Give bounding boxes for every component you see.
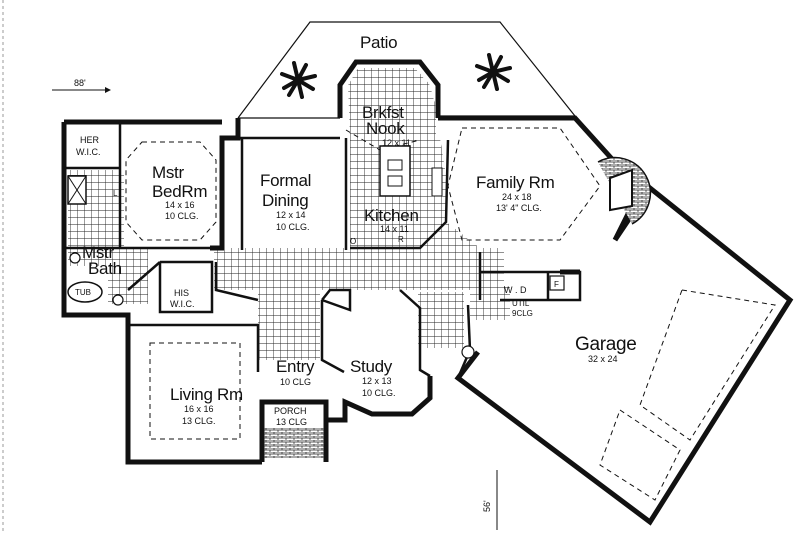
family-room-dim: 24 x 18 <box>502 192 532 202</box>
entry-clg: 10 CLG <box>280 377 311 387</box>
her-wic-label-2: W.I.C. <box>76 147 101 157</box>
linen-mark: L <box>113 189 118 198</box>
overall-dimensions: 88' 56' <box>52 78 498 530</box>
formal-dining-dim: 12 x 14 <box>276 210 306 220</box>
his-wic-label-2: W.I.C. <box>170 299 195 309</box>
mstr-bed-label-2: BedRm <box>152 182 207 201</box>
formal-dining-label: Formal <box>260 171 311 190</box>
palm-tree-icon <box>280 61 317 99</box>
study-label: Study <box>350 357 393 376</box>
kitchen-dim: 14 x 11 <box>380 224 409 234</box>
entry-label: Entry <box>276 357 315 376</box>
brkfst-label: Brkfst <box>362 103 404 122</box>
patio: Patio <box>237 21 576 119</box>
living-room-dim: 16 x 16 <box>184 404 214 414</box>
mstr-bath-label-2: Bath <box>88 259 122 278</box>
tub-label: TUB <box>75 288 91 297</box>
ceiling-outlines <box>125 127 776 501</box>
living-room-label: Living Rm <box>170 385 243 404</box>
brkfst-dim: 12 x 11 <box>382 138 411 148</box>
kitchen-island <box>379 145 411 197</box>
sink-icon <box>69 252 81 264</box>
fireplace <box>597 156 652 225</box>
palm-tree-icon <box>475 53 512 91</box>
sink-icon <box>112 294 124 306</box>
mstr-bed-label: Mstr <box>152 163 184 182</box>
garage-dim: 32 x 24 <box>588 354 618 364</box>
mstr-bed-clg: 10 CLG. <box>165 211 199 221</box>
formal-dining-label-2: Dining <box>262 191 308 210</box>
freezer-box <box>549 275 565 291</box>
bath-fixtures: TUB L <box>67 175 475 359</box>
porch-clg: 13 CLG <box>276 417 307 427</box>
utility-label-2: 9CLG <box>512 309 533 318</box>
formal-dining-clg: 10 CLG. <box>276 222 310 232</box>
her-wic-label: HER <box>80 135 100 145</box>
utility-label: UTIL <box>512 299 530 308</box>
range-mark: R <box>398 235 404 244</box>
brkfst-label-2: Nook <box>366 119 405 138</box>
washer-dryer-label: W . D <box>504 285 527 295</box>
study-clg: 10 CLG. <box>362 388 396 398</box>
kitchen-label: Kitchen <box>364 206 419 225</box>
study-dim: 12 x 13 <box>362 376 392 386</box>
living-room-clg: 13 CLG. <box>182 416 216 426</box>
patio-label: Patio <box>360 33 397 52</box>
tub-icon <box>67 281 103 303</box>
toilet-icon <box>461 345 475 359</box>
interior-walls <box>64 122 582 379</box>
garage-label: Garage <box>575 334 637 355</box>
his-wic-label: HIS <box>174 288 189 298</box>
mstr-bed-dim: 14 x 16 <box>165 200 195 210</box>
mstr-bath-label: Mstr <box>82 243 114 262</box>
family-room-label: Family Rm <box>476 173 555 192</box>
kitchen-fixtures: O R <box>350 145 443 246</box>
family-room-clg: 13' 4" CLG. <box>496 203 542 213</box>
porch-label: PORCH <box>274 406 307 416</box>
room-labels: Brkfst Nook 12 x 11 HER W.I.C. Mstr BedR… <box>76 103 637 427</box>
oven-mark: O <box>350 237 356 246</box>
width-dim-label: 88' <box>74 78 86 88</box>
depth-dim-label: 56' <box>482 500 492 512</box>
freezer-mark: F <box>554 280 559 289</box>
